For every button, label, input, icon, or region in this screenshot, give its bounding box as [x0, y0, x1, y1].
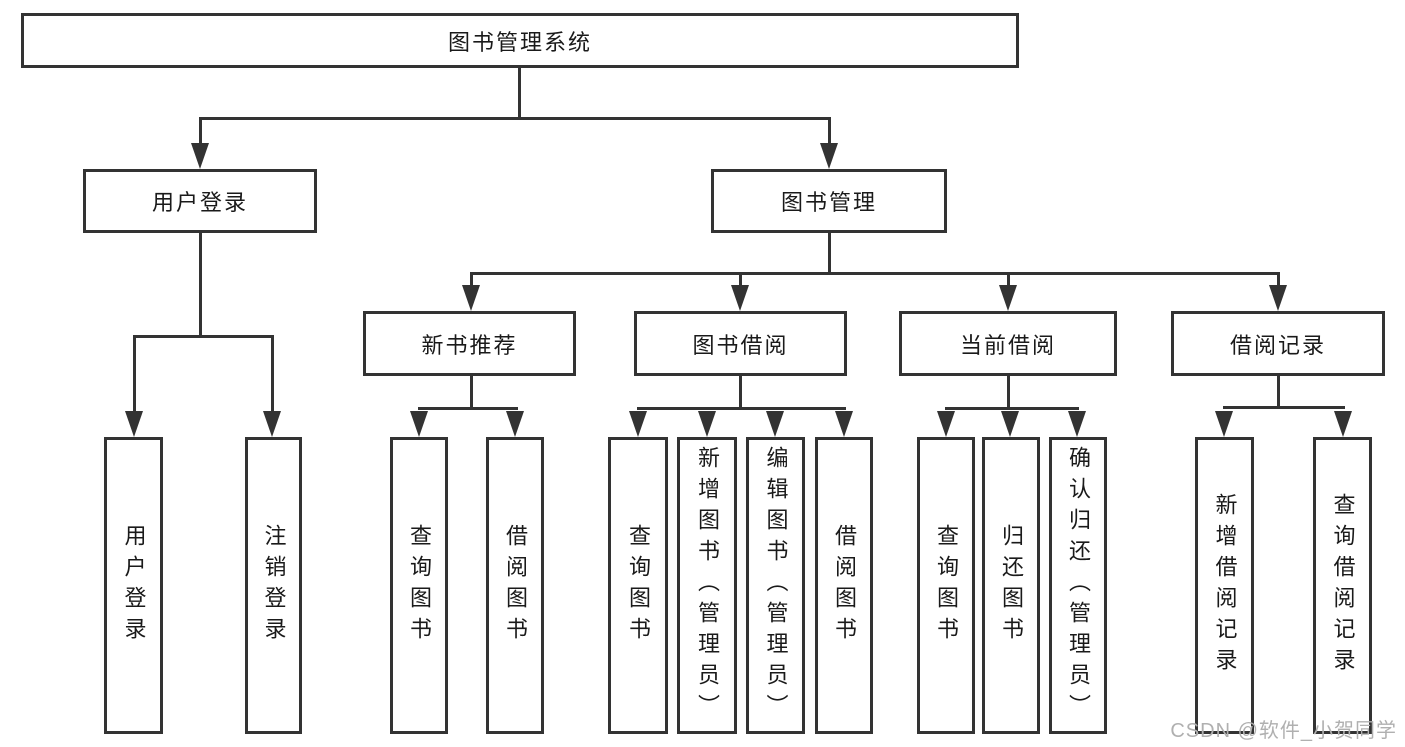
connector-line: [199, 117, 202, 145]
arrow-down-icon: [125, 411, 143, 437]
arrow-down-icon: [698, 411, 716, 437]
arrow-down-icon: [191, 143, 209, 169]
node-leaf-borrow-add-books-admin: 新增图书（管理员）: [677, 437, 737, 734]
arrow-down-icon: [937, 411, 955, 437]
connector-line: [470, 376, 473, 409]
connector-line: [1277, 376, 1280, 408]
arrow-down-icon: [1215, 411, 1233, 437]
connector-line: [1223, 406, 1345, 409]
connector-line: [945, 407, 1079, 410]
connector-line: [199, 117, 831, 120]
node-leaf-recommend-borrow-books: 借阅图书: [486, 437, 544, 734]
arrow-down-icon: [506, 411, 524, 437]
node-leaf-current-confirm-return-admin: 确认归还（管理员）: [1049, 437, 1107, 734]
node-leaf-borrow-query-books: 查询图书: [608, 437, 668, 734]
connector-line: [271, 335, 274, 413]
node-leaf-current-return-books: 归还图书: [982, 437, 1040, 734]
arrow-down-icon: [629, 411, 647, 437]
arrow-down-icon: [1001, 411, 1019, 437]
connector-line: [637, 407, 846, 410]
connector-line: [470, 272, 1280, 275]
node-new-book-recommend: 新书推荐: [363, 311, 576, 376]
connector-line: [1007, 272, 1010, 286]
node-current-borrow: 当前借阅: [899, 311, 1117, 376]
connector-line: [739, 272, 742, 286]
connector-line: [1007, 376, 1010, 409]
arrow-down-icon: [835, 411, 853, 437]
connector-line: [418, 407, 518, 410]
node-leaf-borrow-borrow-books: 借阅图书: [815, 437, 873, 734]
connector-line: [1277, 272, 1280, 286]
connector-line: [133, 335, 136, 413]
connector-line: [133, 335, 274, 338]
arrow-down-icon: [820, 143, 838, 169]
arrow-down-icon: [1068, 411, 1086, 437]
node-leaf-recommend-query-books: 查询图书: [390, 437, 448, 734]
node-borrow-record: 借阅记录: [1171, 311, 1385, 376]
arrow-down-icon: [1269, 285, 1287, 311]
arrow-down-icon: [766, 411, 784, 437]
connector-line: [470, 272, 473, 286]
arrow-down-icon: [410, 411, 428, 437]
connector-line: [199, 233, 202, 337]
node-book-borrow: 图书借阅: [634, 311, 847, 376]
arrow-down-icon: [1334, 411, 1352, 437]
node-book-management: 图书管理: [711, 169, 947, 233]
node-user-login: 用户登录: [83, 169, 317, 233]
node-leaf-record-add-borrow-record: 新增借阅记录: [1195, 437, 1254, 734]
connector-line: [828, 233, 831, 274]
connector-line: [828, 117, 831, 145]
node-leaf-record-query-borrow-record: 查询借阅记录: [1313, 437, 1372, 734]
connector-line: [518, 68, 521, 118]
watermark: CSDN @软件_小贺同学: [1170, 720, 1397, 742]
arrow-down-icon: [462, 285, 480, 311]
arrow-down-icon: [263, 411, 281, 437]
node-leaf-user-login: 用户登录: [104, 437, 163, 734]
node-leaf-logout: 注销登录: [245, 437, 302, 734]
node-leaf-current-query-books: 查询图书: [917, 437, 975, 734]
connector-line: [739, 376, 742, 409]
node-root: 图书管理系统: [21, 13, 1019, 68]
node-leaf-borrow-edit-books-admin: 编辑图书（管理员）: [746, 437, 805, 734]
arrow-down-icon: [999, 285, 1017, 311]
arrow-down-icon: [731, 285, 749, 311]
